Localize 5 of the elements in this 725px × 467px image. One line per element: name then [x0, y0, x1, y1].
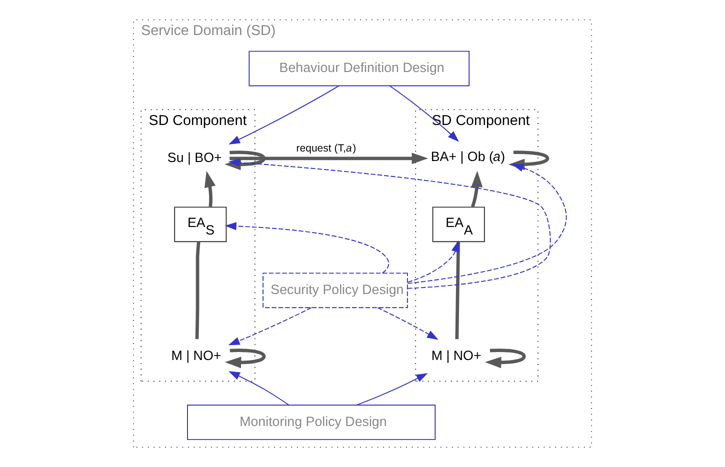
node-text: M | NO+ — [171, 348, 222, 363]
node-text: BA+ | Ob (a) — [430, 149, 506, 164]
node-text: Su | BO+ — [167, 150, 222, 165]
edge-label: request (T,a) — [296, 142, 356, 155]
node-text: M | NO+ — [431, 348, 482, 363]
